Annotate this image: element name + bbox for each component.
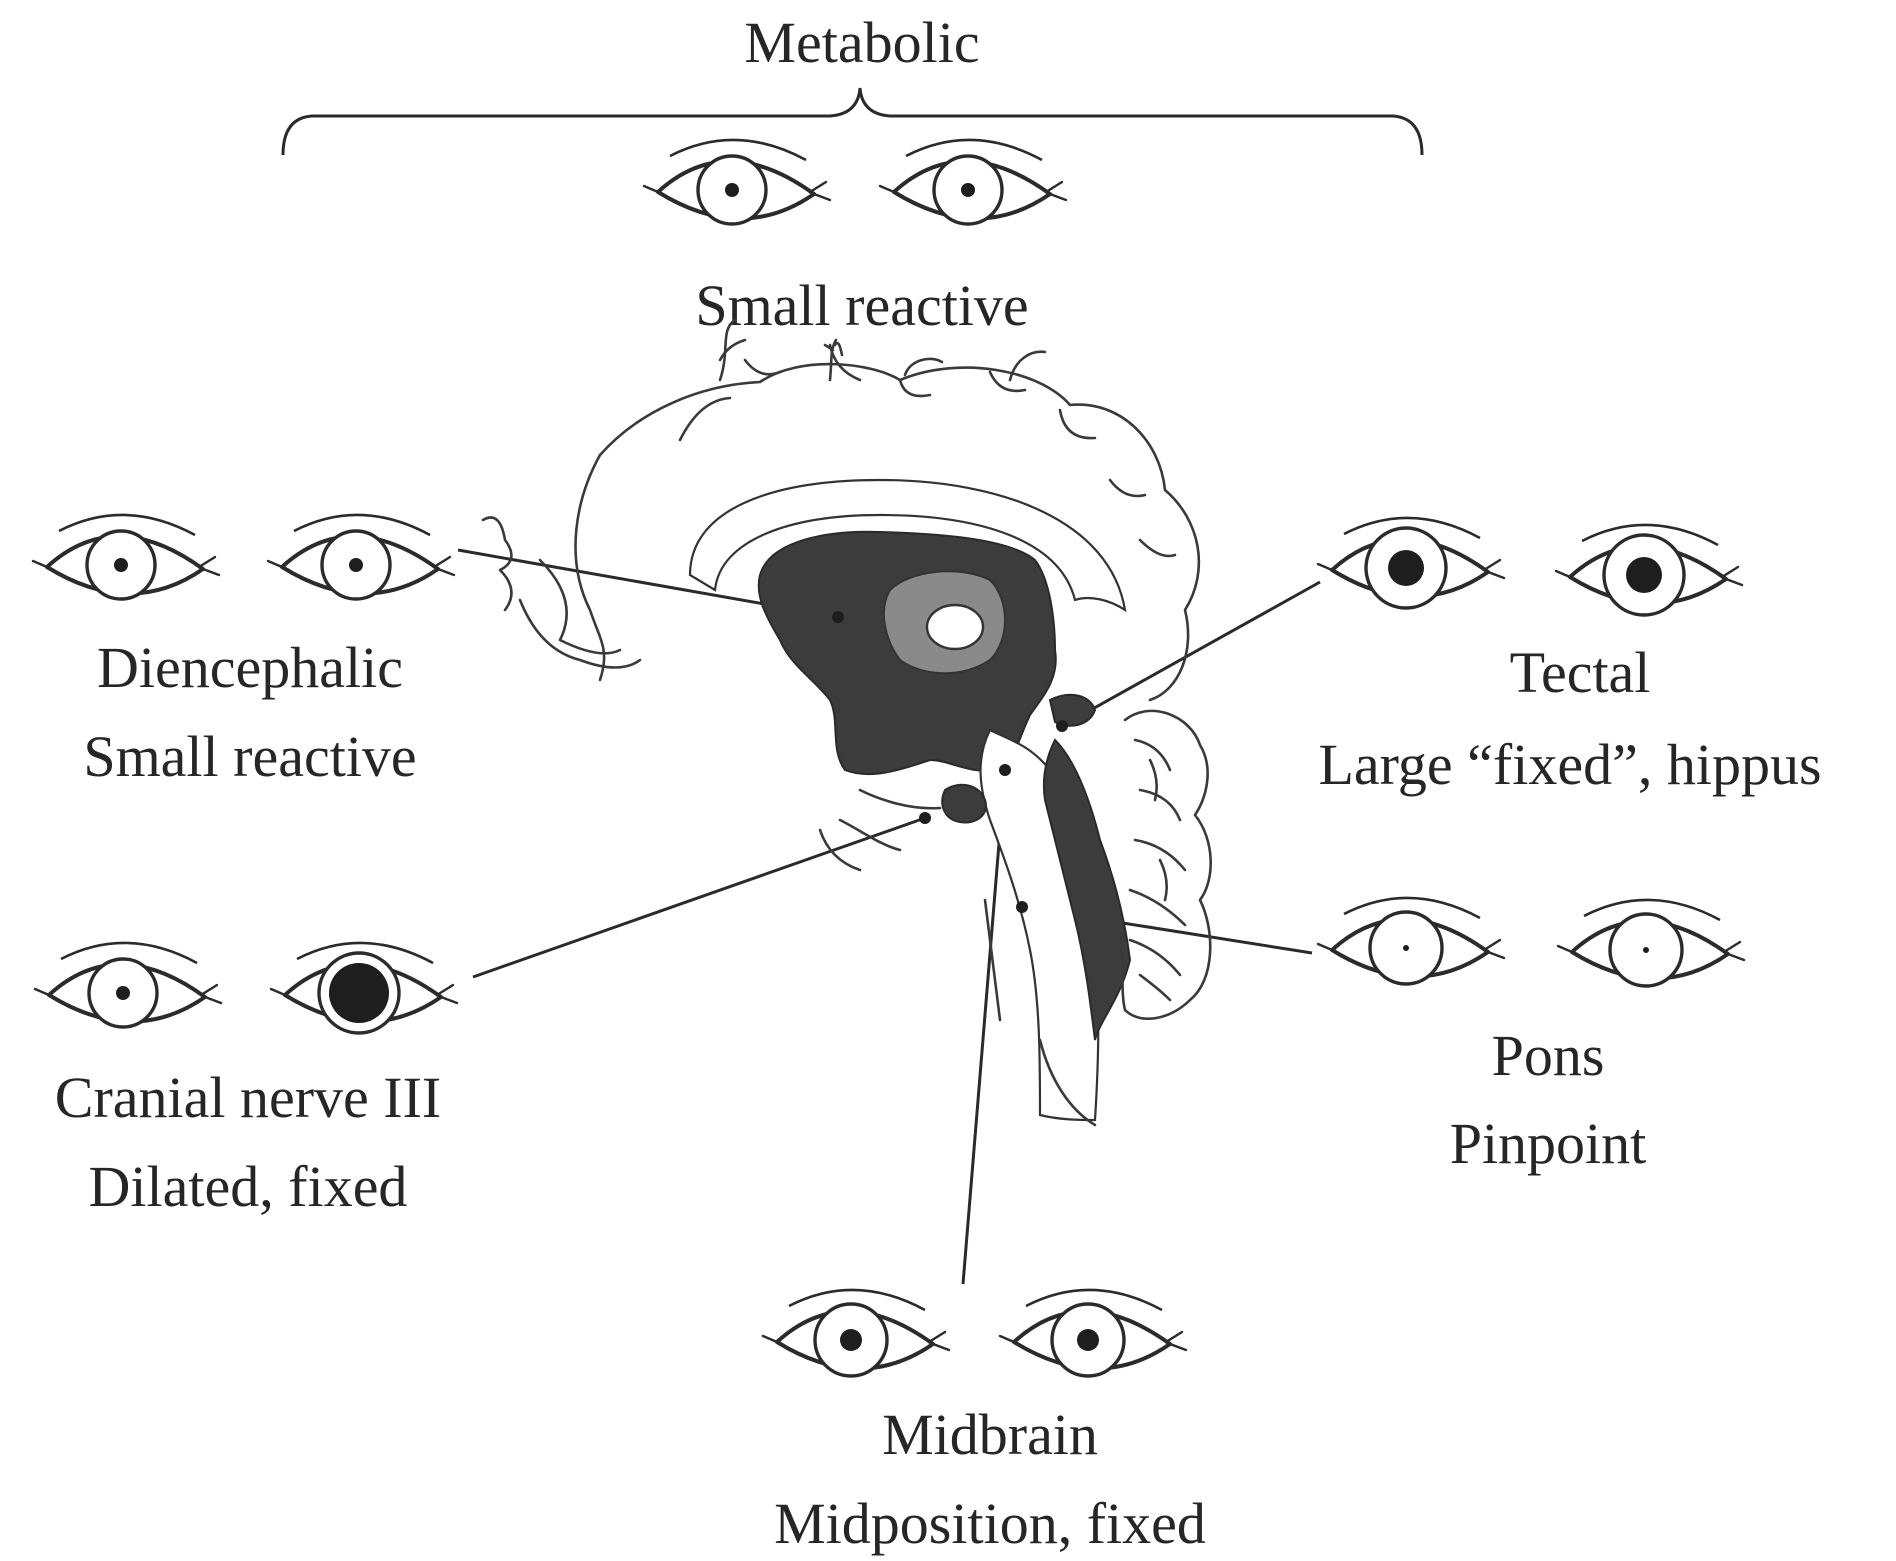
tectal-marker <box>1056 720 1068 732</box>
tectal-eye-2 <box>1556 525 1742 615</box>
brain-sagittal-illustration <box>483 320 1211 1125</box>
pupil-small <box>116 986 130 1000</box>
eye-lash <box>1318 944 1332 950</box>
eye-lash <box>1556 571 1570 577</box>
eye-lash <box>880 186 894 192</box>
tectal-plate <box>1050 695 1095 726</box>
eye-lash <box>1724 942 1740 952</box>
pons-pupil-label: Pinpoint <box>1450 1111 1647 1176</box>
massa-intermedia <box>927 605 983 649</box>
pupil-small <box>114 558 128 572</box>
eye-lash <box>1318 564 1332 570</box>
eye-lash <box>933 1344 949 1350</box>
frontal-gyri <box>483 518 640 668</box>
cranial-nerve-iii-eye-2 <box>271 943 457 1033</box>
pons-marker <box>1016 901 1028 913</box>
pupil-mid <box>1077 1329 1099 1351</box>
eye-lash <box>441 997 457 1003</box>
midbrain-leader <box>963 770 1005 1284</box>
eye-lash <box>814 194 830 200</box>
metabolic-eye-1 <box>644 140 830 224</box>
midbrain-label: Midbrain <box>882 1402 1098 1467</box>
eye-lash <box>644 186 658 192</box>
cranial-nerve-marker <box>919 812 931 824</box>
pupil-pinpoint <box>1643 947 1649 953</box>
metabolic-eye-2 <box>880 140 1066 224</box>
eye-lash <box>1046 182 1062 192</box>
eye-lash <box>1484 560 1500 570</box>
eye-lash <box>1722 567 1738 577</box>
tectal-pupil-label: Large “fixed”, hippus <box>1318 732 1821 797</box>
eye-lash <box>810 182 826 192</box>
eye-lash <box>1726 579 1742 585</box>
eye-lash <box>438 569 454 575</box>
midbrain-pupil-label: Midposition, fixed <box>774 1491 1206 1556</box>
pons-eye-1 <box>1318 898 1504 984</box>
eye-lash <box>1000 1336 1014 1342</box>
pons-label: Pons <box>1492 1023 1605 1088</box>
eye-lash <box>1484 940 1500 950</box>
eye-lash <box>1488 572 1504 578</box>
diencephalic-eye-2 <box>268 515 454 599</box>
pupil-dilated <box>329 963 389 1023</box>
midbrain-eye-2 <box>1000 1290 1186 1376</box>
pons-eye-2 <box>1558 900 1744 986</box>
eye-lash <box>1050 194 1066 200</box>
midbrain-marker <box>999 764 1011 776</box>
optic-region <box>820 790 940 870</box>
eye-lash <box>205 997 221 1003</box>
midbrain-eye-1 <box>763 1290 949 1376</box>
tectal-leader <box>1062 582 1320 726</box>
pupil-small <box>725 183 739 197</box>
metabolic-bracket <box>283 88 1422 155</box>
eye-lash <box>437 985 453 995</box>
pupil-mid <box>840 1329 862 1351</box>
eye-lash <box>268 561 282 567</box>
eye-lash <box>929 1332 945 1342</box>
eye-lash <box>271 989 285 995</box>
eye-lash <box>203 569 219 575</box>
tectal-eye-1 <box>1318 518 1504 608</box>
diencephalic-pupil-label: Small reactive <box>83 724 416 789</box>
eye-lash <box>434 557 450 567</box>
eye-lash <box>201 985 217 995</box>
cranial-nerve-leader <box>473 818 925 977</box>
eye-lash <box>1728 954 1744 960</box>
tectal-label: Tectal <box>1510 640 1651 705</box>
eye-lash <box>1488 952 1504 958</box>
frontal-lobe-contour <box>576 455 605 680</box>
cranial-nerve-iii-eye-1 <box>35 943 221 1027</box>
eye-lash <box>199 557 215 567</box>
diencephalic-eye-1 <box>33 515 219 599</box>
cerebellum-folia <box>1130 740 1185 1000</box>
cerebellum <box>1120 711 1211 1019</box>
eye-lash <box>1558 946 1572 952</box>
eye-lash <box>35 989 49 995</box>
cranial-nerve-pupil-label: Dilated, fixed <box>89 1154 408 1219</box>
eye-lash <box>33 561 47 567</box>
diencephalic-marker <box>832 611 844 623</box>
metabolic-pupil-label: Small reactive <box>695 273 1028 338</box>
eye-lash <box>1170 1344 1186 1350</box>
pupil-pinpoint <box>1403 945 1409 951</box>
pupil-large <box>1626 557 1662 593</box>
metabolic-label: Metabolic <box>744 10 979 75</box>
pituitary <box>942 785 986 823</box>
pupil-large <box>1388 550 1424 586</box>
pupil-small <box>961 183 975 197</box>
eye-lash <box>1166 1332 1182 1342</box>
pupil-small <box>349 558 363 572</box>
eye-lash <box>763 1336 777 1342</box>
diencephalic-label: Diencephalic <box>97 635 403 700</box>
cranial-nerve-label: Cranial nerve III <box>55 1065 441 1130</box>
